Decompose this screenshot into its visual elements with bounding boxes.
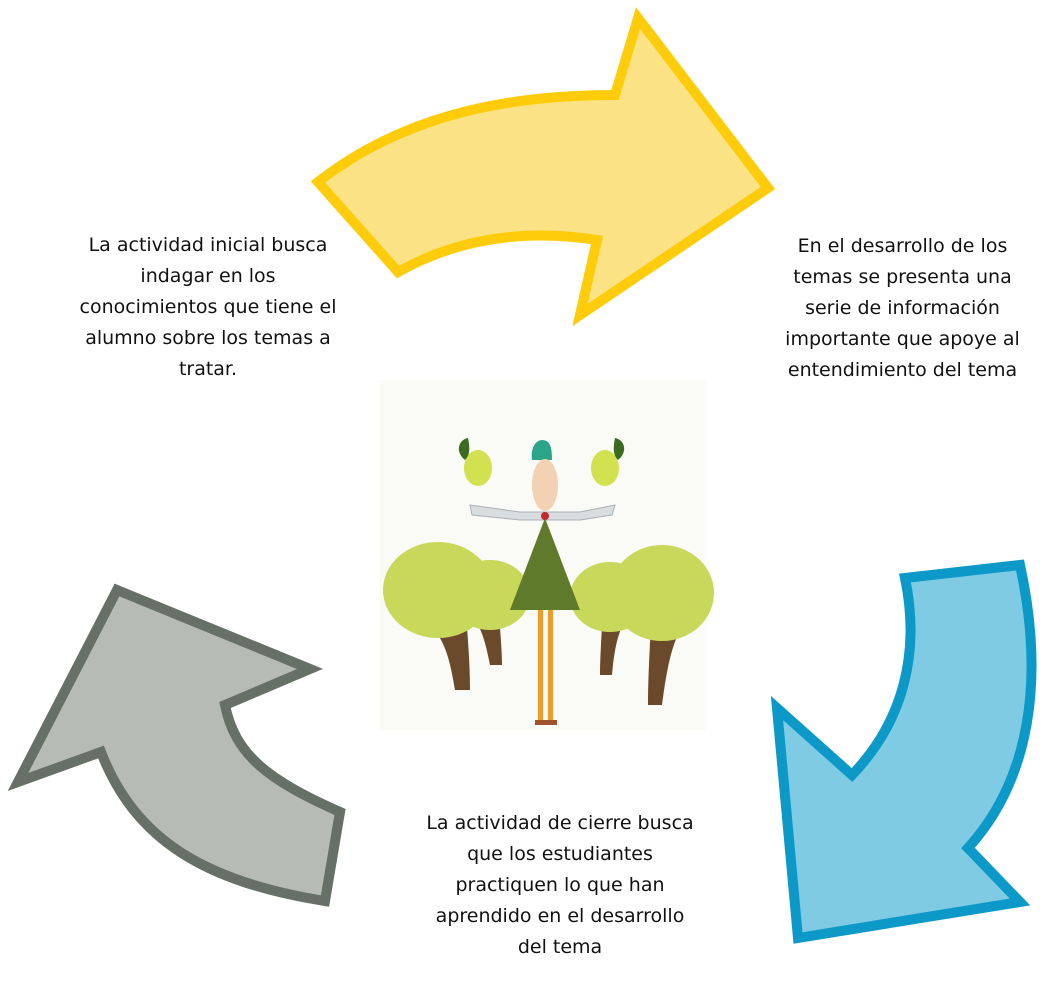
pear: [464, 450, 492, 486]
pear-left: [458, 438, 492, 486]
tree-canopy: [570, 562, 650, 632]
olive-tree-figure-illustration: [380, 380, 714, 730]
left-trees: [383, 542, 530, 690]
tree-canopy: [450, 560, 530, 630]
figure-face: [532, 459, 558, 511]
step-cierre-text: La actividad de cierre busca que los est…: [426, 812, 694, 958]
arrow-top: [310, 7, 776, 327]
step-inicio-text: La actividad inicial busca indagar en lo…: [79, 234, 337, 380]
figure-feet: [535, 720, 557, 725]
figure-dress: [510, 518, 580, 610]
step-desarrollo-text: En el desarrollo de los temas se present…: [785, 235, 1020, 381]
arrow-right: [770, 559, 1037, 944]
pear-leaf: [458, 438, 470, 460]
figure: [469, 440, 616, 725]
figure-leg-right: [548, 610, 553, 720]
pear-right: [591, 438, 625, 486]
arrow-left: [7, 583, 346, 907]
figure-hat: [531, 440, 552, 460]
figure-heart: [541, 512, 549, 520]
right-trees: [570, 545, 714, 705]
figure-leg-left: [538, 610, 543, 720]
pear: [591, 450, 619, 486]
figure-arms: [469, 504, 616, 521]
pear-leaf: [613, 438, 625, 460]
